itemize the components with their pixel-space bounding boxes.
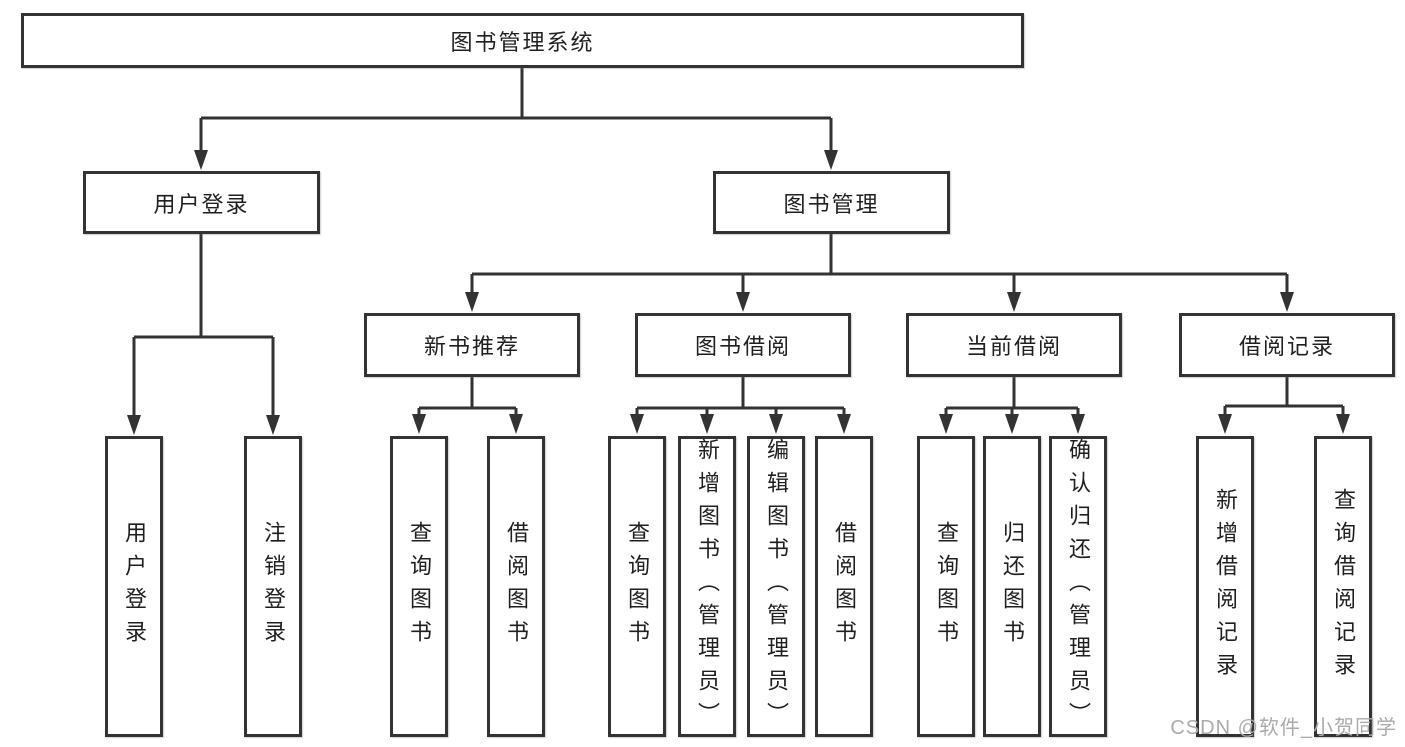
leaf-label: 借阅图书 (832, 520, 857, 653)
node-book-borrow: 图书借阅 (635, 313, 851, 377)
leaf-label: 用户登录 (122, 520, 147, 653)
leaf-label: 查询借阅记录 (1331, 487, 1356, 686)
node-label: 图书管理 (783, 191, 880, 217)
leaf-label: 归还图书 (1000, 520, 1025, 653)
csdn-watermark: CSDN @软件_小贺同学 (1170, 717, 1397, 739)
node-label: 图书借阅 (694, 334, 791, 359)
node-book-management: 图书管理 (713, 171, 950, 234)
leaf-logout: 注销登录 (244, 436, 302, 737)
leaf-label: 查询图书 (625, 520, 650, 653)
node-new-book-recommend: 新书推荐 (364, 313, 580, 377)
leaf-label: 查询图书 (407, 520, 432, 653)
leaf-edit-books-admin: 编辑图书（管理员） (747, 436, 805, 737)
leaf-label: 编辑图书（管理员） (764, 438, 789, 735)
leaf-query-books: 查询图书 (390, 436, 448, 737)
leaf-confirm-return-admin: 确认归还（管理员） (1049, 436, 1107, 737)
node-current-borrow: 当前借阅 (906, 313, 1122, 377)
leaf-query-borrow-record: 查询借阅记录 (1314, 436, 1372, 737)
leaf-label: 借阅图书 (504, 520, 529, 653)
leaf-user-login: 用户登录 (105, 436, 163, 737)
node-user-login: 用户登录 (83, 171, 320, 234)
leaf-label: 注销登录 (261, 520, 286, 653)
leaf-label: 新增图书（管理员） (695, 438, 720, 735)
node-library-management-system: 图书管理系统 (21, 13, 1024, 68)
leaf-borrow-books: 借阅图书 (487, 436, 545, 737)
node-borrow-record: 借阅记录 (1179, 313, 1395, 377)
leaf-label: 确认归还（管理员） (1066, 438, 1091, 735)
leaf-return-books: 归还图书 (983, 436, 1041, 737)
node-label: 用户登录 (153, 191, 250, 217)
leaf-borrow-books-2: 借阅图书 (815, 436, 873, 737)
node-label: 当前借阅 (965, 334, 1062, 359)
node-label: 图书管理系统 (450, 29, 595, 55)
leaf-label: 查询图书 (934, 520, 959, 653)
node-label: 新书推荐 (423, 334, 520, 359)
leaf-query-books-2: 查询图书 (608, 436, 666, 737)
leaf-query-books-3: 查询图书 (917, 436, 975, 737)
leaf-add-books-admin: 新增图书（管理员） (678, 436, 736, 737)
leaf-label: 新增借阅记录 (1213, 487, 1238, 686)
leaf-add-borrow-record: 新增借阅记录 (1196, 436, 1254, 737)
node-label: 借阅记录 (1238, 334, 1335, 359)
